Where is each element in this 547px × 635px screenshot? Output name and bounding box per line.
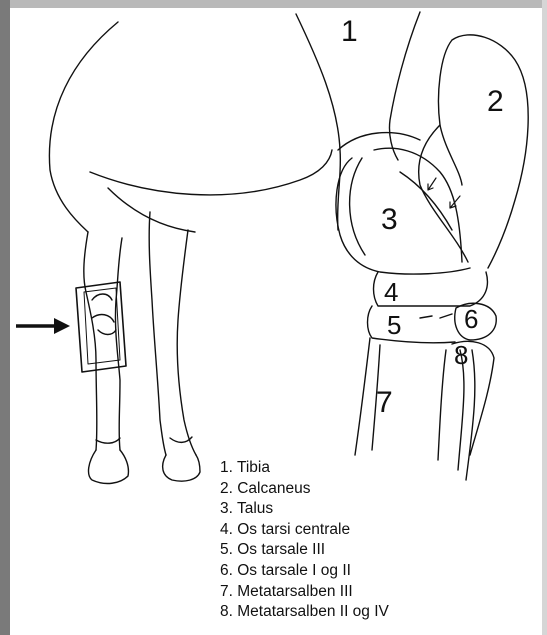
left-hind-leg — [84, 232, 122, 450]
horse-body-outline — [49, 22, 118, 232]
talus-ridges — [350, 148, 462, 262]
label-tibia-number: 1 — [341, 15, 358, 48]
calcaneus-outline — [439, 35, 529, 268]
label-os-tarsale-iii-number: 5 — [387, 310, 401, 340]
pointer-arrow — [16, 318, 70, 334]
label-os-tarsale-i-ii-number: 6 — [464, 304, 478, 334]
joint-arrow-1 — [428, 178, 436, 190]
right-hoof — [163, 455, 200, 481]
label-os-tarsi-centrale-number: 4 — [384, 277, 398, 307]
left-hoof — [89, 450, 129, 483]
radiograph-tracing — [296, 12, 528, 480]
label-metatarsal-ii-iv-number: 8 — [454, 340, 468, 370]
legend-item: 4. Os tarsi centrale — [220, 520, 389, 541]
joint-arrow-2 — [450, 196, 460, 208]
metatarsal-iii-outline — [355, 338, 446, 460]
horse-flank-line — [108, 188, 195, 232]
horse-hindquarters-drawing — [49, 22, 332, 483]
os-tarsale-iii-outline — [368, 306, 456, 343]
right-hind-leg — [149, 212, 196, 455]
tibia-distal-surface — [338, 133, 420, 150]
legend-item: 2. Calcaneus — [220, 479, 389, 500]
legend-item: 5. Os tarsale III — [220, 540, 389, 561]
hock-detail — [92, 294, 116, 335]
legend-item: 8. Metatarsalben II og IV — [220, 602, 389, 623]
left-fetlock — [96, 438, 120, 443]
tibia-outline — [296, 12, 420, 230]
label-metatarsal-iii-number: 7 — [376, 386, 393, 419]
talus-outline — [336, 158, 470, 274]
legend-item: 3. Talus — [220, 499, 389, 520]
horse-belly-line — [90, 150, 332, 195]
legend-item: 6. Os tarsale I og II — [220, 561, 389, 582]
legend-item: 7. Metatarsalben III — [220, 582, 389, 603]
label-calcaneus-number: 2 — [487, 85, 504, 118]
bone-legend: 1. Tibia 2. Calcaneus 3. Talus 4. Os tar… — [220, 458, 389, 623]
legend-item: 1. Tibia — [220, 458, 389, 479]
label-talus-number: 3 — [381, 203, 398, 236]
